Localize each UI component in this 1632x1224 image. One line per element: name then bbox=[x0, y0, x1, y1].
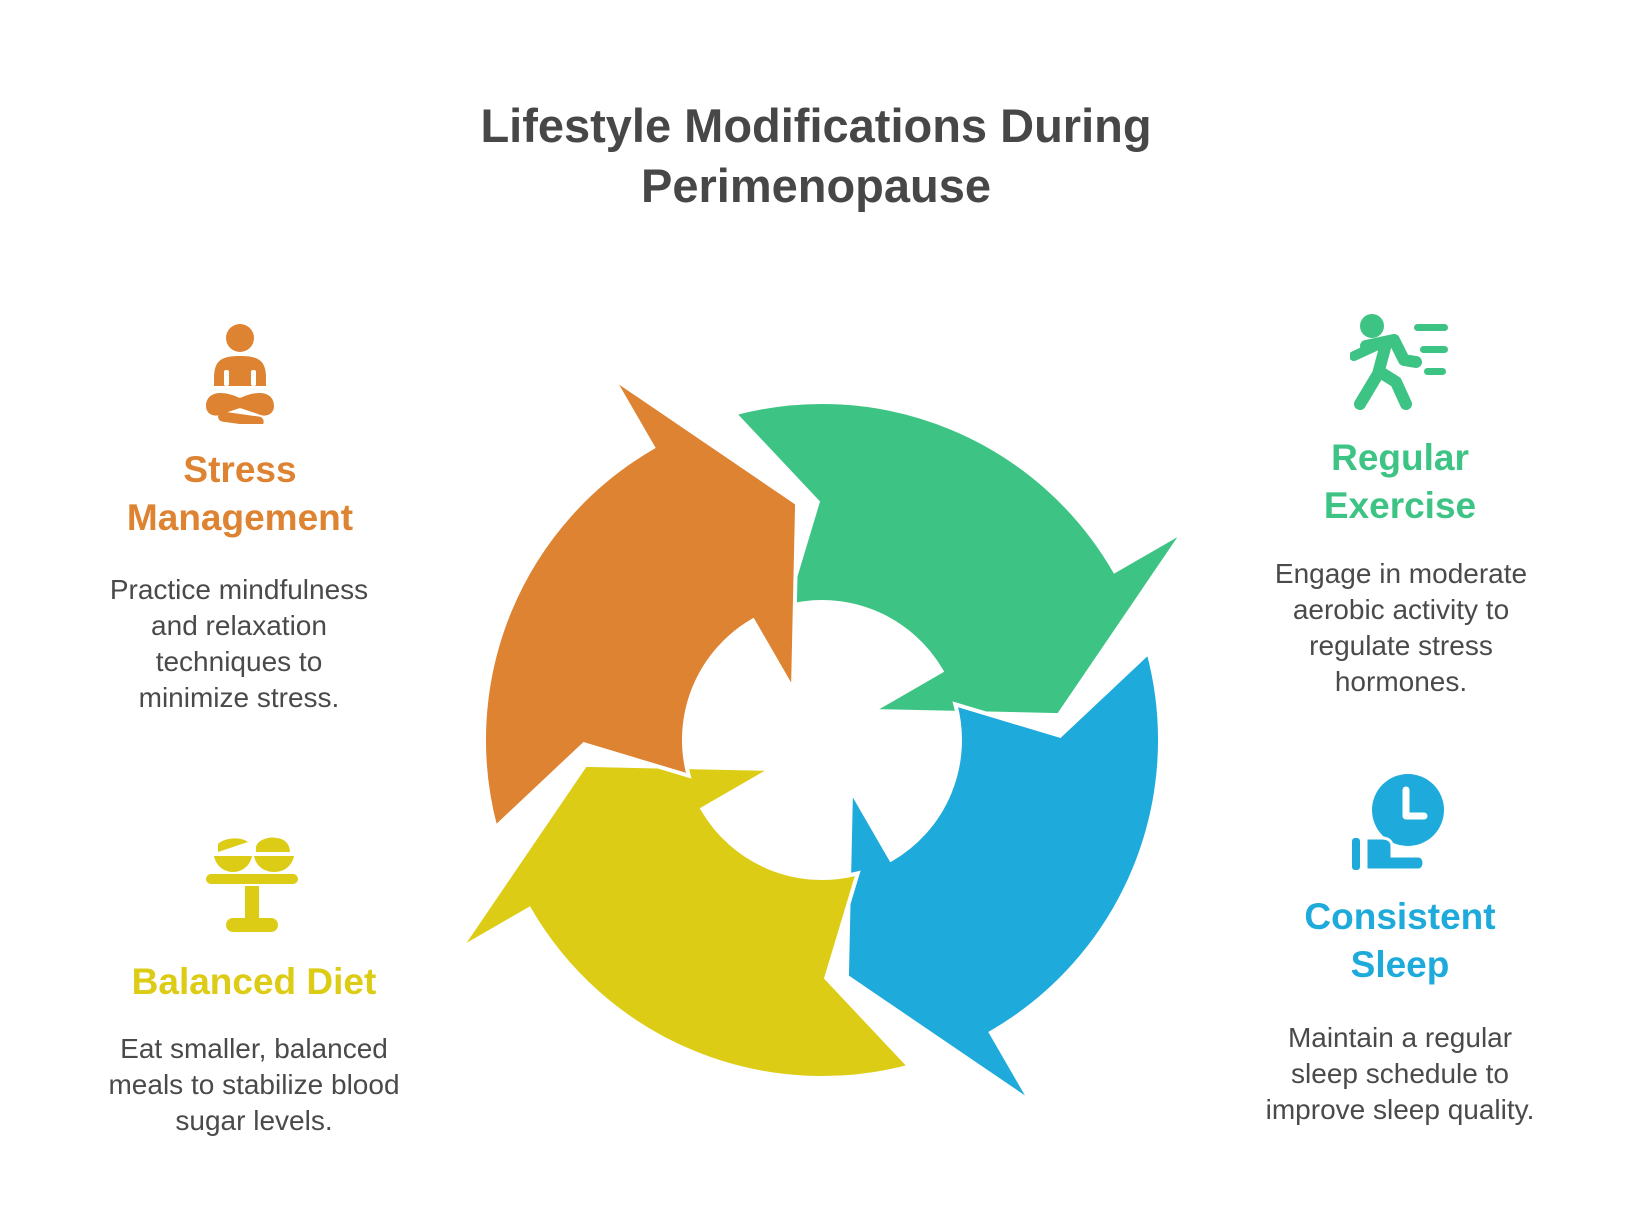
exercise-arrow bbox=[730, 399, 1186, 718]
exercise-heading: Regular Exercise bbox=[1323, 437, 1477, 526]
meditation-icon bbox=[200, 322, 280, 424]
sleep-description: Maintain a regular sleep schedule to imp… bbox=[1265, 1022, 1535, 1125]
sleep-arrow bbox=[844, 648, 1163, 1104]
diet-arrow bbox=[458, 762, 914, 1081]
sleep-clock-icon bbox=[1352, 772, 1444, 872]
stress-description: Practice mindfulness and relaxation tech… bbox=[109, 574, 369, 713]
running-person-icon bbox=[1350, 312, 1454, 412]
meal-table-icon bbox=[204, 834, 300, 934]
sleep-heading: Consistent Sleep bbox=[1304, 896, 1496, 985]
stress-heading: Stress Management bbox=[126, 449, 354, 538]
diet-heading: Balanced Diet bbox=[131, 961, 377, 1002]
exercise-description: Engage in moderate aerobic activity to r… bbox=[1274, 558, 1528, 697]
stress-arrow bbox=[481, 376, 800, 832]
page-title: Lifestyle Modifications During Perimenop… bbox=[480, 99, 1152, 212]
diet-description: Eat smaller, balanced meals to stabilize… bbox=[108, 1033, 400, 1136]
